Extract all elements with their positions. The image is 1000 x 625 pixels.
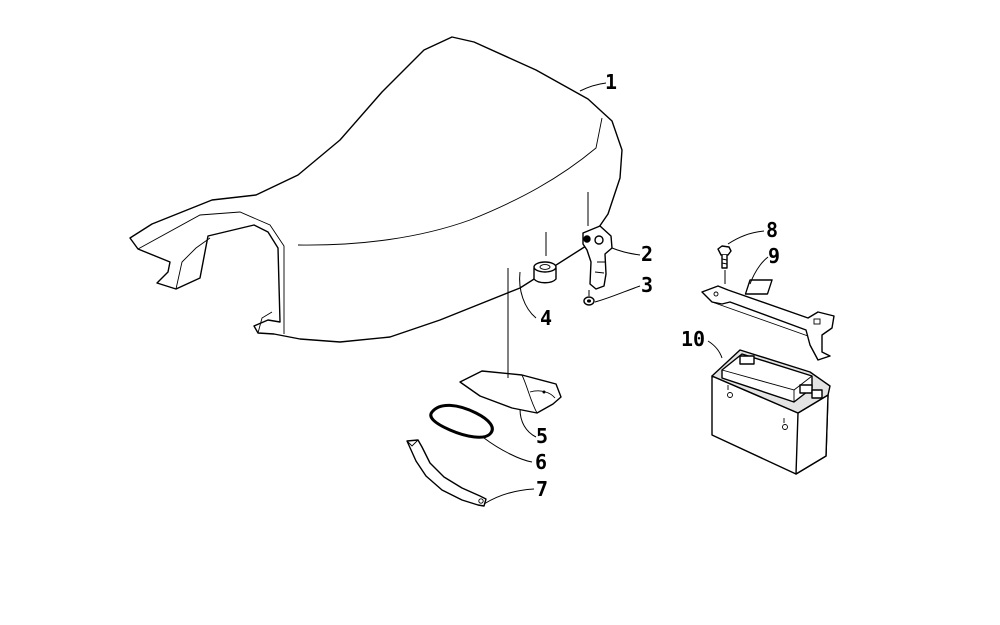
leader-8 bbox=[727, 230, 765, 245]
callout-1: 1 bbox=[605, 70, 617, 94]
callout-7: 7 bbox=[536, 477, 548, 501]
leader-1 bbox=[579, 82, 607, 92]
leader-2 bbox=[611, 247, 641, 256]
part-battery-bracket bbox=[701, 279, 835, 361]
callout-10: 10 bbox=[681, 327, 705, 351]
callout-5: 5 bbox=[536, 424, 548, 448]
callout-4: 4 bbox=[540, 306, 552, 330]
part-tool-bag bbox=[459, 370, 562, 414]
part-rubber-bumper bbox=[533, 261, 557, 284]
leader-7 bbox=[483, 488, 535, 505]
part-seat bbox=[129, 36, 623, 343]
part-spanner-wrench bbox=[406, 439, 487, 507]
callout-8: 8 bbox=[766, 218, 778, 242]
callout-2: 2 bbox=[641, 242, 653, 266]
callout-labels: 1 2 3 4 5 6 7 8 9 10 bbox=[535, 70, 780, 501]
leader-10 bbox=[707, 340, 723, 359]
part-seat-latch bbox=[582, 225, 613, 290]
leader-3 bbox=[594, 285, 641, 303]
leader-4 bbox=[519, 271, 537, 319]
leader-9 bbox=[749, 256, 769, 285]
leader-6 bbox=[483, 437, 533, 463]
leader-lines bbox=[483, 82, 769, 505]
part-bolt bbox=[717, 245, 732, 269]
callout-3: 3 bbox=[641, 273, 653, 297]
leader-5 bbox=[519, 408, 537, 438]
callout-6: 6 bbox=[535, 450, 547, 474]
callout-9: 9 bbox=[768, 244, 780, 268]
part-battery bbox=[711, 349, 831, 475]
part-nut bbox=[583, 296, 595, 306]
part-gasket bbox=[429, 403, 494, 439]
